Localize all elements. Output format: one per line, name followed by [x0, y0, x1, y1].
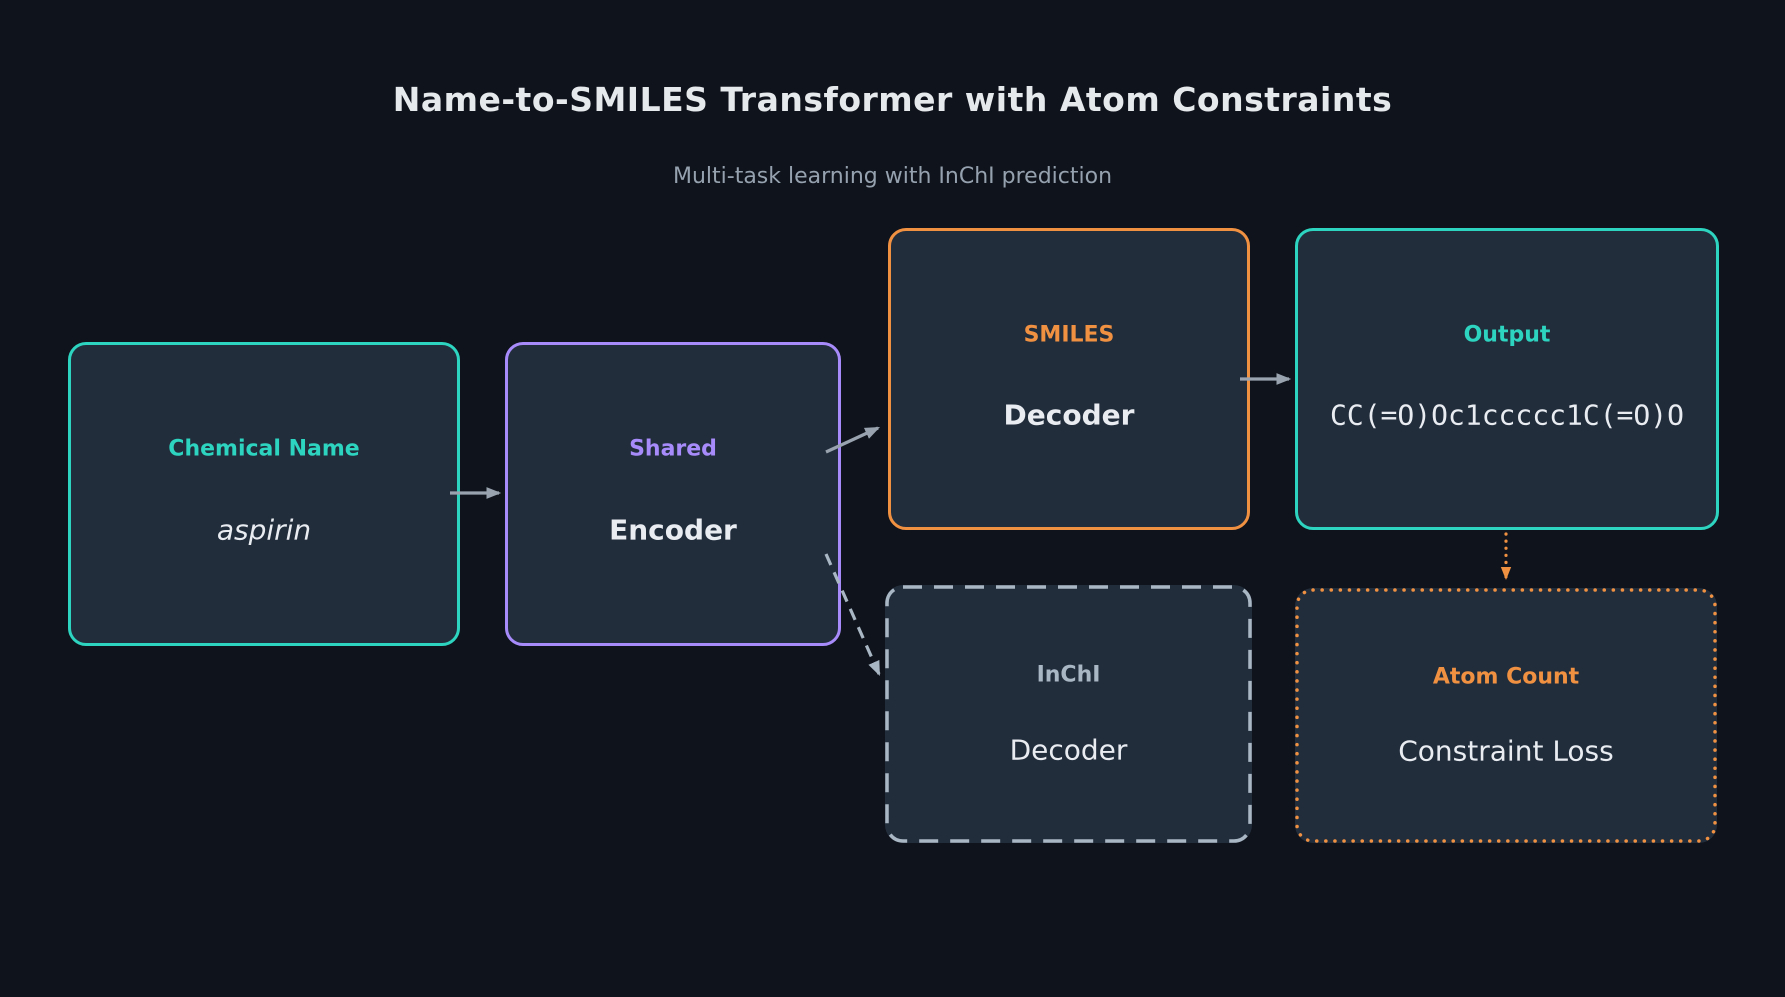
- box-chemical-name: Chemical Name aspirin: [68, 342, 460, 646]
- inchi-decoder-value: Decoder: [1009, 733, 1128, 767]
- smiles-decoder-label: SMILES: [1023, 322, 1115, 348]
- chemical-name-value: aspirin: [216, 513, 312, 547]
- shared-encoder-value: Encoder: [609, 513, 737, 547]
- output-label: Output: [1463, 322, 1551, 348]
- shared-encoder-label: Shared: [629, 436, 717, 462]
- chemical-name-label: Chemical Name: [168, 436, 360, 462]
- inchi-decoder-label: InChI: [1036, 662, 1101, 688]
- box-smiles-decoder: SMILES Decoder: [888, 228, 1250, 530]
- output-smiles-string: CC(=O)Oc1ccccc1C(=O)O: [1329, 398, 1684, 432]
- box-atom-count: Atom Count Constraint Loss: [1295, 588, 1717, 843]
- box-inchi-decoder: InChI Decoder: [885, 585, 1252, 843]
- atom-count-value: Constraint Loss: [1398, 734, 1614, 768]
- diagram-subtitle: Multi-task learning with InChI predictio…: [672, 164, 1113, 189]
- box-shared-encoder: Shared Encoder: [505, 342, 841, 646]
- box-output: Output CC(=O)Oc1ccccc1C(=O)O: [1295, 228, 1719, 530]
- atom-count-label: Atom Count: [1432, 664, 1580, 690]
- smiles-decoder-value: Decoder: [1003, 398, 1135, 432]
- diagram-title: Name-to-SMILES Transformer with Atom Con…: [392, 80, 1393, 119]
